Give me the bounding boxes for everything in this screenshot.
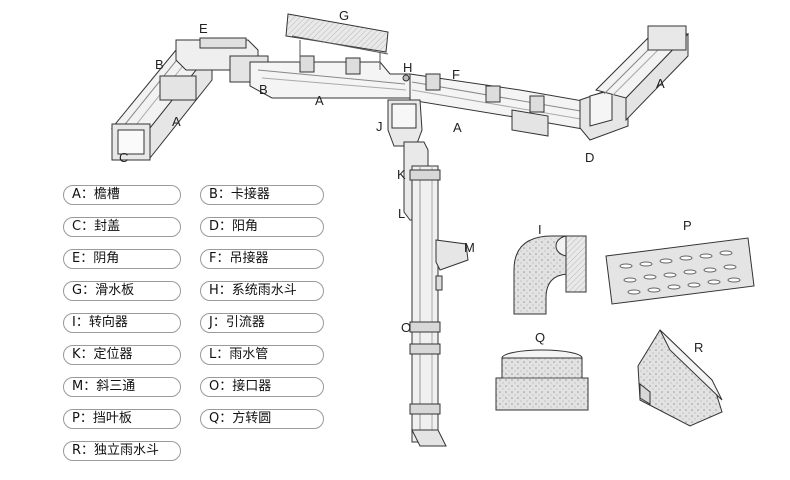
legend-item-q: Q：方转圆 bbox=[200, 409, 324, 429]
legend-item-r: R：独立雨水斗 bbox=[63, 441, 181, 461]
gutter-main-left bbox=[249, 61, 411, 99]
diagram-letter-labels: G E B A C B A H F J A D A K L M O I P Q … bbox=[119, 8, 703, 355]
label-f: F bbox=[452, 67, 460, 82]
label-a-far-right: A bbox=[656, 76, 665, 91]
label-p: P bbox=[683, 218, 692, 233]
legend-item-i: I：转向器 bbox=[63, 313, 181, 333]
legend-item-h: H：系统雨水斗 bbox=[200, 281, 324, 301]
label-a-left: A bbox=[172, 114, 181, 129]
hanger-brackets bbox=[299, 55, 545, 113]
legend-item-k: K：定位器 bbox=[63, 345, 181, 365]
label-m: M bbox=[464, 240, 475, 255]
label-c: C bbox=[119, 150, 128, 165]
label-e: E bbox=[199, 21, 208, 36]
label-b-left: B bbox=[155, 57, 164, 72]
part-i-elbow bbox=[513, 235, 587, 315]
label-a-right: A bbox=[453, 120, 462, 135]
legend-item-g: G：滑水板 bbox=[63, 281, 181, 301]
slide-board-g bbox=[285, 13, 389, 70]
legend-item-o: O：接口器 bbox=[200, 377, 324, 397]
legend-item-m: M：斜三通 bbox=[63, 377, 181, 397]
label-o: O bbox=[401, 320, 411, 335]
end-cap-c bbox=[111, 123, 151, 161]
part-p-leaf-guard bbox=[605, 237, 755, 305]
label-d: D bbox=[585, 150, 594, 165]
downpipe-l bbox=[403, 141, 469, 447]
label-g: G bbox=[339, 8, 349, 23]
label-r: R bbox=[694, 340, 703, 355]
gutter-system bbox=[110, 13, 689, 447]
connector-b-right bbox=[511, 109, 549, 137]
label-a-center: A bbox=[315, 93, 324, 108]
legend-item-b: B：卡接器 bbox=[200, 185, 324, 205]
legend-item-p: P：挡叶板 bbox=[63, 409, 181, 429]
part-q-square-to-round bbox=[495, 349, 589, 411]
legend-item-j: J：引流器 bbox=[200, 313, 324, 333]
label-b-center: B bbox=[259, 82, 268, 97]
label-i: I bbox=[538, 222, 542, 237]
legend-item-c: C：封盖 bbox=[63, 217, 181, 237]
gutter-right-leg bbox=[595, 25, 689, 122]
label-k: K bbox=[397, 167, 406, 182]
label-q: Q bbox=[535, 330, 545, 345]
part-r-rain-hopper bbox=[637, 329, 723, 427]
legend-item-a: A：檐槽 bbox=[63, 185, 181, 205]
legend-item-l: L：雨水管 bbox=[200, 345, 324, 365]
legend-item-e: E：阴角 bbox=[63, 249, 181, 269]
outlet-h-funnel-j bbox=[387, 74, 423, 147]
legend-item-f: F：吊接器 bbox=[200, 249, 324, 269]
legend-item-d: D：阳角 bbox=[200, 217, 324, 237]
label-j: J bbox=[376, 119, 383, 134]
label-h: H bbox=[403, 60, 412, 75]
label-l: L bbox=[398, 206, 405, 221]
